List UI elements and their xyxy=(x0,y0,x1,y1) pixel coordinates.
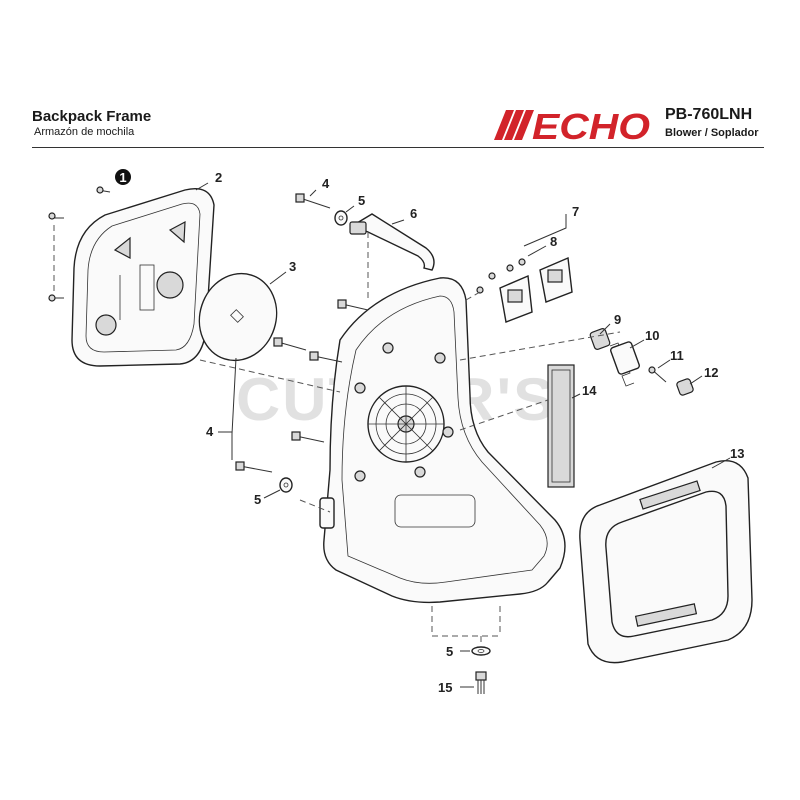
model-description: Blower / Soplador xyxy=(665,127,759,139)
model-number: PB-760LNH xyxy=(665,106,753,123)
callout-9: 9 xyxy=(614,312,621,327)
callout-11: 11 xyxy=(670,348,684,363)
callout-5-top: 5 xyxy=(358,193,365,208)
callout-2: 2 xyxy=(215,170,222,185)
washers-5 xyxy=(279,210,491,656)
callout-1: 1 xyxy=(115,169,131,185)
rear-cover-part xyxy=(71,187,215,367)
callout-5-bottom: 5 xyxy=(446,644,453,659)
callout-4-left: 4 xyxy=(206,424,214,439)
header-divider xyxy=(32,147,764,148)
gasket-part xyxy=(198,272,278,362)
svg-text:1: 1 xyxy=(119,170,126,185)
callout-3: 3 xyxy=(289,259,296,274)
page-header: Backpack Frame Armazón de mochila ECHO P… xyxy=(32,100,764,148)
bolts-4 xyxy=(235,193,369,473)
damper-spring-set xyxy=(589,328,694,396)
callout-5-left: 5 xyxy=(254,492,261,507)
backpack-frame-part xyxy=(319,277,566,604)
callout-4-top: 4 xyxy=(322,176,330,191)
handle-part xyxy=(349,213,435,271)
rear-cover-screws xyxy=(48,186,111,302)
callout-14: 14 xyxy=(582,383,597,398)
callout-8: 8 xyxy=(550,234,557,249)
logo-stripes xyxy=(494,110,534,140)
callout-13: 13 xyxy=(730,446,744,461)
callout-15: 15 xyxy=(438,680,452,695)
leader-lines xyxy=(195,182,731,688)
callout-6: 6 xyxy=(410,206,417,221)
cover-part xyxy=(579,460,753,664)
bracket-assembly-part xyxy=(465,256,573,323)
bolt-15-part xyxy=(475,671,487,694)
page-subtitle: Armazón de mochila xyxy=(34,126,135,138)
callout-labels: 1 2 3 4 4 5 5 5 6 7 8 9 10 11 12 13 14 1… xyxy=(115,169,744,695)
page-title: Backpack Frame xyxy=(32,108,152,125)
echo-logo: ECHO xyxy=(494,106,650,144)
pad-part xyxy=(547,364,575,488)
logo-wordmark: ECHO xyxy=(532,106,650,144)
callout-12: 12 xyxy=(704,365,718,380)
callout-7: 7 xyxy=(572,204,579,219)
callout-10: 10 xyxy=(645,328,659,343)
